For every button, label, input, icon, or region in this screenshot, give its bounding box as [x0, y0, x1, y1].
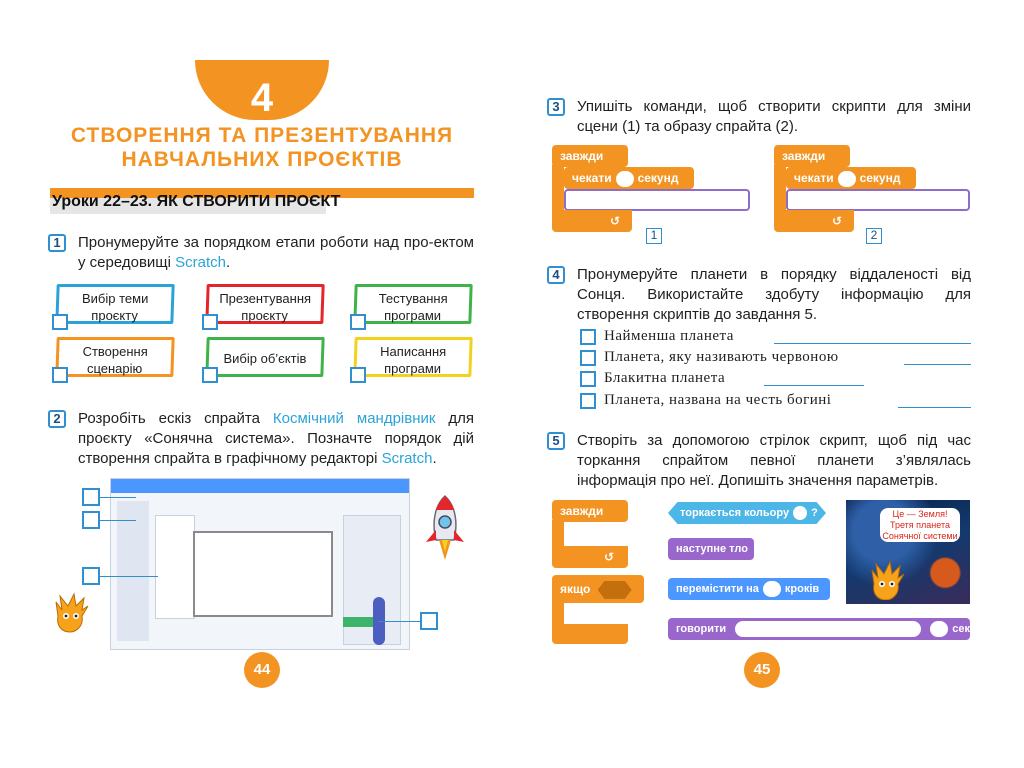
paint-tools-panel	[155, 515, 195, 619]
script-label-2: 2	[866, 228, 882, 244]
say-for-secs-block[interactable]: говорити сек	[668, 618, 970, 640]
task-1-number: 1	[48, 234, 66, 252]
stage-checkbox-1[interactable]	[52, 314, 68, 330]
task-5-text: Створіть за допомогою стрілок скрипт, що…	[577, 432, 971, 489]
forever-block-2: завжди	[774, 145, 850, 167]
task-5-number: 5	[547, 432, 565, 450]
stage-checkbox-4[interactable]	[52, 367, 68, 383]
stage-checkbox-3[interactable]	[350, 314, 366, 330]
planet-checkbox-4[interactable]	[580, 393, 596, 409]
stage-checkbox-5[interactable]	[202, 367, 218, 383]
task-1-text: Пронумеруйте за порядком етапи роботи на…	[78, 234, 474, 271]
planet-checkbox-2[interactable]	[580, 350, 596, 366]
chapter-number: 4	[250, 76, 274, 120]
scratch-cat-icon	[55, 592, 89, 633]
scratch-paint-editor-screenshot	[110, 478, 410, 650]
planet-checkbox-1[interactable]	[580, 329, 596, 345]
lesson-title: Уроки 22–23. ЯК СТВОРИТИ ПРОЄКТ	[52, 193, 341, 210]
answer-line-4[interactable]	[898, 407, 971, 408]
script-label-1: 1	[646, 228, 662, 244]
next-backdrop-block[interactable]: наступне тло	[668, 538, 754, 560]
task-4-text: Пронумеруйте планети в порядку віддалено…	[577, 266, 971, 323]
task-2-number: 2	[48, 410, 66, 428]
scratch-cat-icon-space	[871, 560, 905, 600]
answer-box-editor-1[interactable]	[82, 488, 100, 506]
empty-slot-2[interactable]	[786, 189, 970, 211]
stage-checkbox-2[interactable]	[202, 314, 218, 330]
answer-line-1[interactable]	[774, 343, 971, 344]
page-number-right: 45	[744, 652, 780, 688]
touching-color-block[interactable]: торкається кольору?	[668, 502, 826, 524]
task-4-number: 4	[547, 266, 565, 284]
lesson-bar	[50, 188, 474, 214]
paint-canvas	[193, 531, 333, 617]
planet-checkbox-3[interactable]	[580, 371, 596, 387]
forever-block-3: завжди	[552, 500, 628, 522]
task-3-text: Упишіть команди, щоб створити скрипти дл…	[577, 98, 971, 135]
stage-card-5: Вибір об’єктів	[205, 337, 325, 377]
answer-box-editor-3[interactable]	[82, 567, 100, 585]
chapter-title: СТВОРЕННЯ ТА ПРЕЗЕНТУВАННЯ НАВЧАЛЬНИХ ПР…	[70, 124, 454, 171]
empty-slot-1[interactable]	[564, 189, 750, 211]
task-3-number: 3	[547, 98, 565, 116]
if-then-block: якщо то	[552, 575, 644, 624]
task-2-text: Розробіть ескіз спрайта Космічний мандрі…	[78, 410, 475, 467]
forever-block-1: завжди	[552, 145, 628, 167]
answer-line-2[interactable]	[904, 364, 971, 365]
answer-box-editor-4[interactable]	[420, 612, 438, 630]
stage-checkbox-6[interactable]	[350, 367, 366, 383]
answer-box-editor-2[interactable]	[82, 511, 100, 529]
speech-bubble: Це — Земля! Третя планета Сонячної систе…	[880, 508, 960, 542]
answer-line-3[interactable]	[764, 385, 864, 386]
page-number-left: 44	[244, 652, 280, 688]
rocket-icon	[426, 494, 464, 560]
